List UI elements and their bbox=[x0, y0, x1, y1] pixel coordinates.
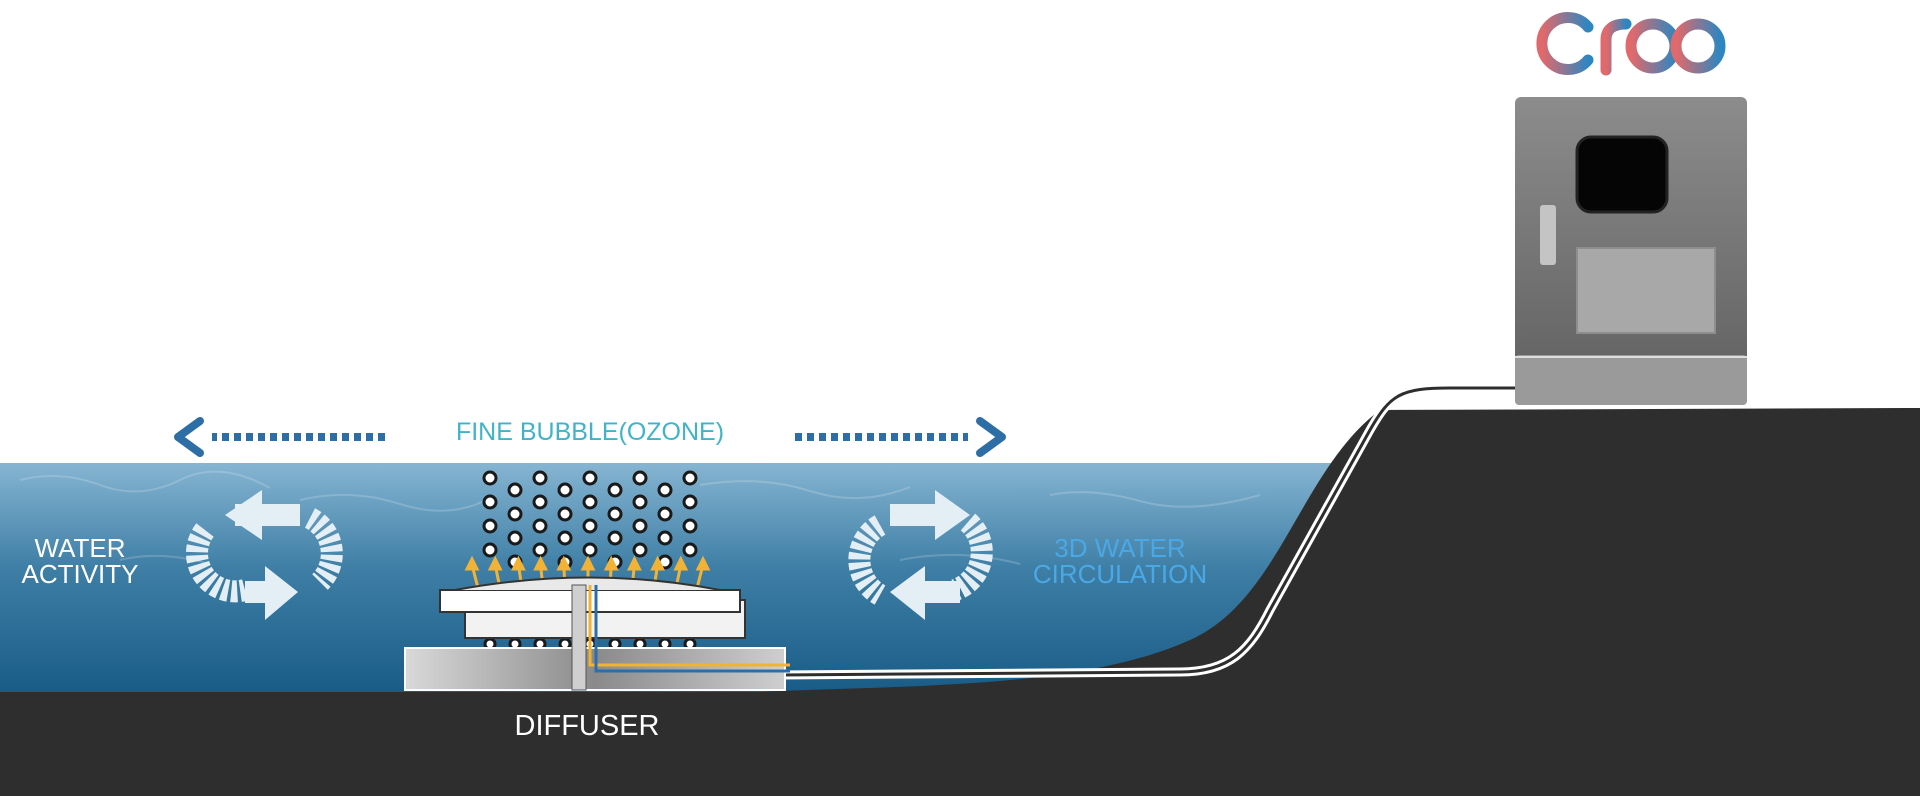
bubble-arrow-head bbox=[695, 555, 711, 571]
cycle-right-head-top bbox=[935, 490, 970, 540]
bubble bbox=[507, 482, 523, 498]
diffuser bbox=[404, 576, 790, 691]
bubble bbox=[632, 518, 648, 534]
crob-logo bbox=[1536, 2, 1726, 76]
diffuser-label: DIFFUSER bbox=[514, 710, 660, 742]
bubble bbox=[582, 542, 598, 558]
bubble-arrow-head bbox=[626, 555, 642, 571]
bubble bbox=[682, 518, 698, 534]
bubble bbox=[557, 482, 573, 498]
bubble bbox=[507, 506, 523, 522]
bubble bbox=[482, 470, 498, 486]
bubble bbox=[607, 482, 623, 498]
fine-bubble-label: FINE BUBBLE(OZONE) bbox=[455, 418, 725, 446]
cycle-left-head-bottom bbox=[265, 566, 298, 620]
circulation-line1: 3D WATER bbox=[1054, 533, 1186, 563]
water-caustics bbox=[19, 470, 1261, 565]
hose-core bbox=[779, 386, 1515, 677]
bubble bbox=[632, 494, 648, 510]
control-cabinet bbox=[1515, 97, 1747, 405]
bubble bbox=[607, 530, 623, 546]
bubble bbox=[607, 506, 623, 522]
bubble-arrow-head bbox=[603, 555, 619, 571]
bubble bbox=[632, 542, 648, 558]
ground bbox=[0, 408, 1920, 796]
bubble bbox=[582, 518, 598, 534]
bubble-arrow-head bbox=[533, 555, 549, 571]
water-activity-line1: WATER bbox=[34, 533, 126, 563]
bubble-arrows bbox=[464, 555, 711, 589]
bubble bbox=[532, 470, 548, 486]
bubble bbox=[657, 530, 673, 546]
water-activity-line2: ACTIVITY bbox=[21, 559, 139, 589]
bubble-arrow-head bbox=[464, 555, 480, 571]
bubble bbox=[582, 494, 598, 510]
bubble bbox=[482, 518, 498, 534]
bubble bbox=[532, 542, 548, 558]
bubble bbox=[682, 494, 698, 510]
bubble bbox=[532, 518, 548, 534]
bubble bbox=[657, 506, 673, 522]
bubble-arrow-head bbox=[510, 555, 526, 571]
water-activity-label: WATER ACTIVITY bbox=[10, 535, 150, 587]
bubble bbox=[557, 506, 573, 522]
bubble-arrow-head bbox=[487, 555, 503, 571]
circulation-label: 3D WATER CIRCULATION bbox=[1020, 535, 1220, 587]
bubble bbox=[482, 494, 498, 510]
bubble-arrow-head bbox=[580, 555, 596, 571]
bubble bbox=[557, 530, 573, 546]
circulation-line2: CIRCULATION bbox=[1032, 559, 1208, 589]
bubble-arrow-head bbox=[650, 555, 666, 571]
right-arrow-icon bbox=[795, 417, 1006, 457]
bubble bbox=[507, 530, 523, 546]
cycle-arrows-icon bbox=[186, 504, 343, 603]
bubble bbox=[657, 482, 673, 498]
bubble bbox=[582, 470, 598, 486]
bubble bbox=[682, 542, 698, 558]
left-arrow-icon bbox=[174, 417, 385, 457]
bubble-arrow-head bbox=[673, 555, 689, 571]
bubble bbox=[532, 494, 548, 510]
bubble bbox=[482, 542, 498, 558]
cycle-right-head-bottom bbox=[890, 566, 925, 620]
bubble bbox=[632, 470, 648, 486]
cycle-left-head-top bbox=[225, 490, 262, 540]
bubble bbox=[682, 470, 698, 486]
bubble-arrow-head bbox=[556, 555, 572, 571]
